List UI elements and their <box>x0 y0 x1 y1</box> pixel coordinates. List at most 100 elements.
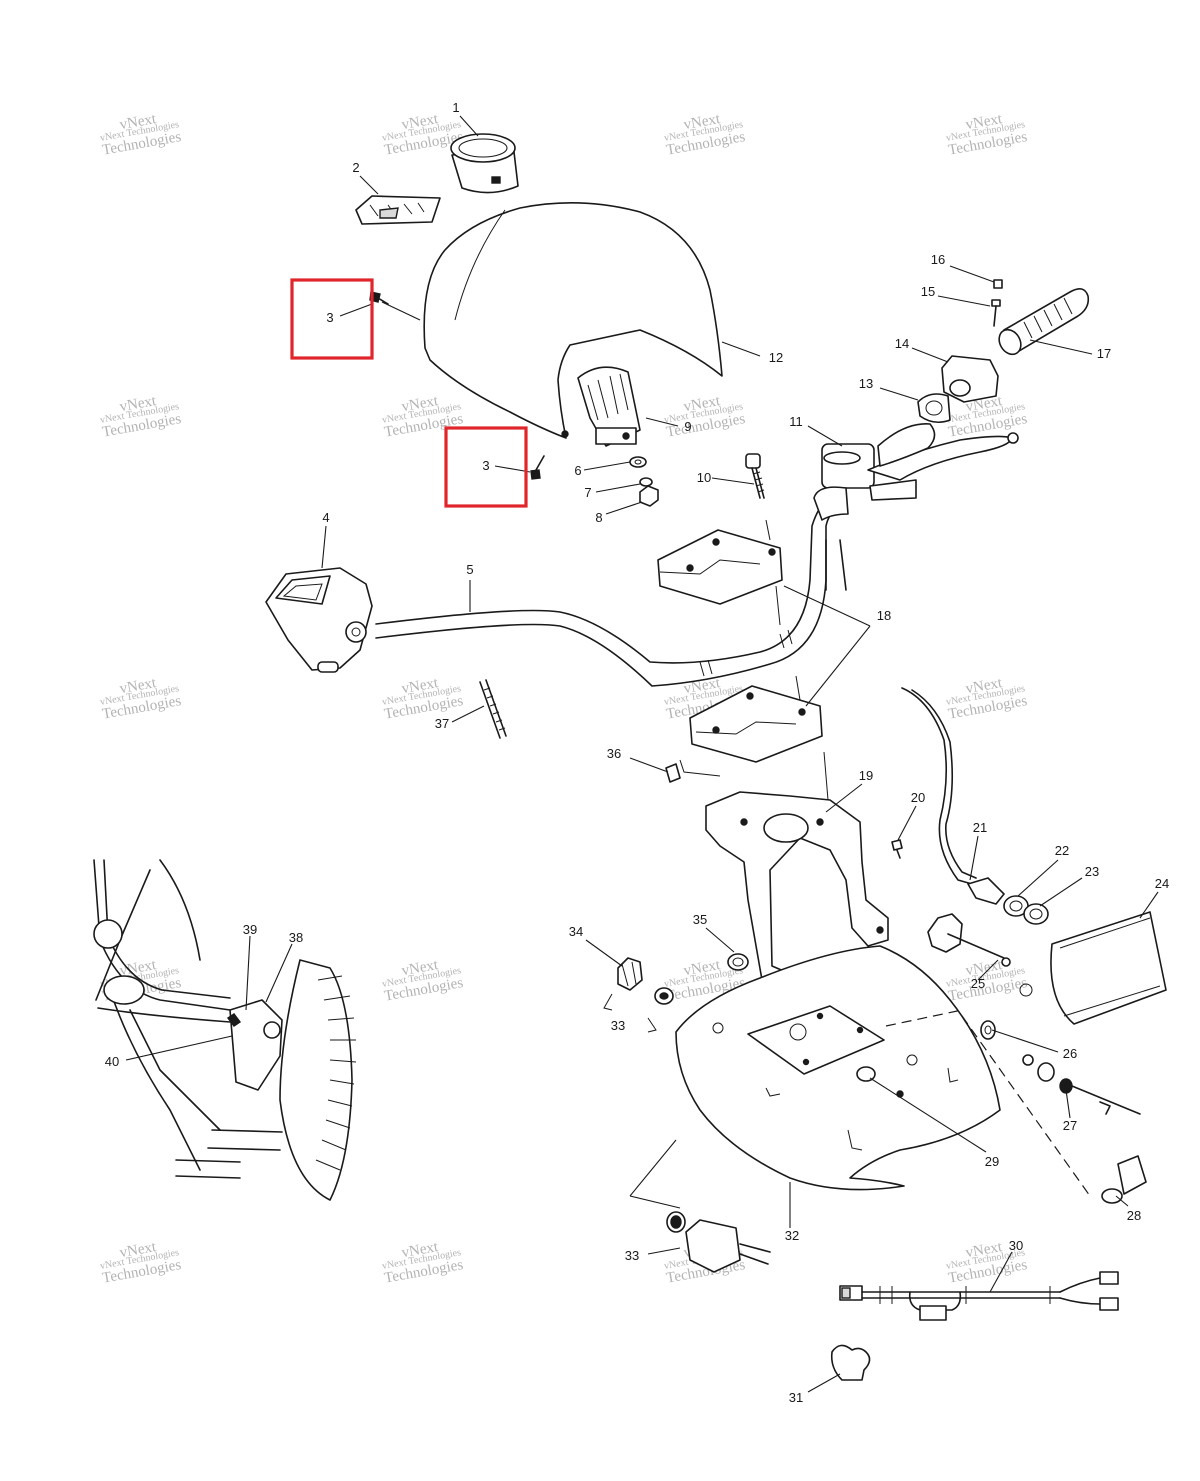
part-35-washer <box>727 953 749 971</box>
part-23-ring <box>1023 903 1049 925</box>
callout-34: 34 <box>569 924 583 939</box>
part-3-screw-lower <box>530 430 569 480</box>
part-5-handlebar <box>375 486 849 687</box>
inset-brake-assembly <box>93 859 357 1201</box>
part-2-switch-plate <box>355 195 441 225</box>
svg-text:vNext: vNext <box>400 675 440 697</box>
part-26-grommet <box>980 1020 996 1040</box>
part-10-bolt <box>745 453 765 499</box>
part-12-hood-cover <box>423 202 723 439</box>
part-28-boot <box>1101 1155 1147 1204</box>
callout-2: 2 <box>352 160 359 175</box>
callout-1: 1 <box>452 100 459 115</box>
part-24-headlamp <box>1019 911 1167 1025</box>
svg-text:vNext: vNext <box>400 957 440 979</box>
part-30-wire-harness <box>839 1271 1119 1321</box>
svg-text:vNext: vNext <box>964 111 1004 133</box>
part-14-switch-housing <box>941 355 999 403</box>
callout-7: 7 <box>584 485 591 500</box>
svg-text:vNext: vNext <box>400 1239 440 1261</box>
callout-15: 15 <box>921 284 935 299</box>
svg-text:vNext: vNext <box>964 957 1004 979</box>
callout-39: 39 <box>243 922 257 937</box>
part-22-ring <box>1003 895 1029 917</box>
callout-36: 36 <box>607 746 621 761</box>
svg-text:vNext: vNext <box>682 675 722 697</box>
highlight-box-upper <box>290 278 374 360</box>
callout-23: 23 <box>1085 864 1099 879</box>
part-13-collar <box>917 393 951 424</box>
callout-27: 27 <box>1063 1118 1077 1133</box>
callout-12: 12 <box>769 350 783 365</box>
callout-26: 26 <box>1063 1046 1077 1061</box>
callout-35: 35 <box>693 912 707 927</box>
callout-21: 21 <box>973 820 987 835</box>
part-8-nut <box>639 485 659 507</box>
part-17-grip <box>998 288 1090 356</box>
callout-33-lower: 33 <box>625 1248 639 1263</box>
part-27-switch <box>1022 1054 1141 1115</box>
callout-30: 30 <box>1009 1238 1023 1253</box>
callout-14: 14 <box>895 336 909 351</box>
callout-29: 29 <box>985 1154 999 1169</box>
callout-6: 6 <box>574 463 581 478</box>
callout-11: 11 <box>789 414 803 429</box>
part-7-washer <box>639 477 653 487</box>
part-33-knob-upper <box>603 987 674 1033</box>
part-15-screw <box>991 299 1001 327</box>
svg-text:vNext: vNext <box>118 111 158 133</box>
callout-38: 38 <box>289 930 303 945</box>
svg-text:vNext: vNext <box>682 957 722 979</box>
callout-40: 40 <box>105 1054 119 1069</box>
callout-13: 13 <box>859 376 873 391</box>
headlight-cable <box>901 687 977 885</box>
svg-text:vNext: vNext <box>118 957 158 979</box>
callout-28: 28 <box>1127 1208 1141 1223</box>
svg-text:vNext: vNext <box>400 111 440 133</box>
svg-text:vNext: vNext <box>682 393 722 415</box>
callout-18: 18 <box>877 608 891 623</box>
part-20-screw <box>891 839 903 859</box>
callout-19: 19 <box>859 768 873 783</box>
callout-3-lower: 3 <box>482 458 489 473</box>
callout-22: 22 <box>1055 843 1069 858</box>
callout-31: 31 <box>789 1390 803 1405</box>
callout-9: 9 <box>684 419 691 434</box>
callout-3-upper: 3 <box>326 310 333 325</box>
callout-10: 10 <box>697 470 711 485</box>
part-6-washer <box>629 456 647 468</box>
part-34-knob <box>617 957 643 991</box>
callout-32: 32 <box>785 1228 799 1243</box>
alignment-lines <box>765 519 829 801</box>
part-16-cap <box>993 279 1003 289</box>
callout-5: 5 <box>466 562 473 577</box>
part-4-throttle-housing <box>265 567 373 673</box>
highlight-box-lower <box>444 426 528 508</box>
dashed-guides <box>885 1009 1091 1197</box>
part-11-brake-lever <box>821 423 1019 501</box>
callout-33-upper: 33 <box>611 1018 625 1033</box>
svg-text:vNext: vNext <box>400 393 440 415</box>
svg-text:vNext: vNext <box>964 1239 1004 1261</box>
callout-4: 4 <box>322 510 329 525</box>
callout-20: 20 <box>911 790 925 805</box>
callout-17: 17 <box>1097 346 1111 361</box>
leader-lines <box>125 115 1159 1393</box>
callout-labels: 1 2 3 3 4 5 6 7 8 9 10 11 12 13 14 15 16… <box>105 100 1169 1405</box>
part-33-knob-lower <box>629 1139 771 1273</box>
